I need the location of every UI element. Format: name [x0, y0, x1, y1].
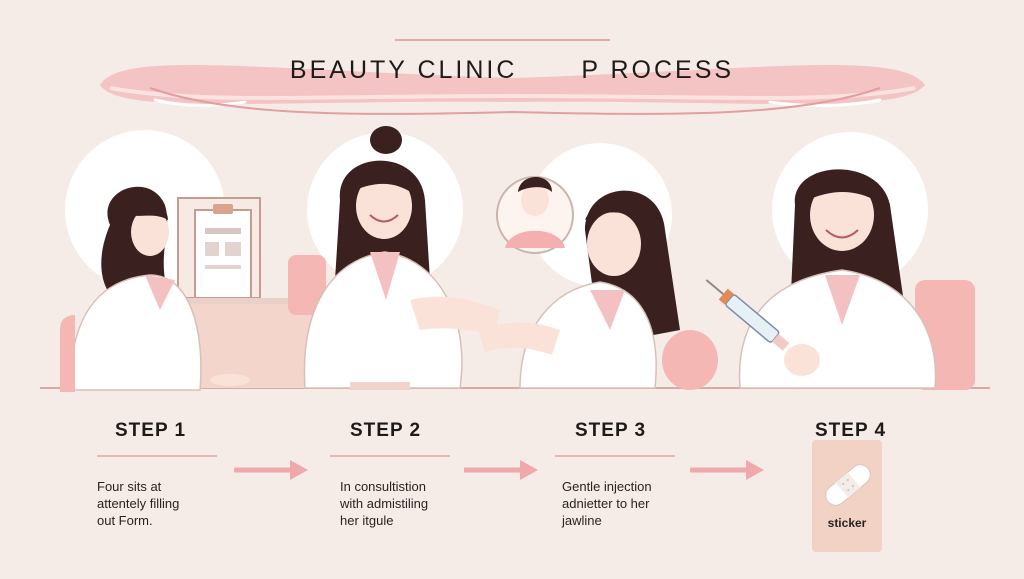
- step-1-line: Four sits at: [97, 479, 162, 494]
- step-1-description: Four sits at attentely filling out Form.: [97, 478, 227, 529]
- step-3-line: adnietter to her: [562, 496, 650, 511]
- step-3-divider: [555, 455, 675, 457]
- step-3-description: Gentle injection adnietter to her jawlin…: [562, 478, 692, 529]
- title-banner: [100, 39, 925, 115]
- bandage-icon: [825, 464, 871, 506]
- arrow-right-icon: [462, 458, 542, 482]
- step-1-line: out Form.: [97, 513, 153, 528]
- sticker-label: sticker: [827, 516, 867, 530]
- step-3-line: Gentle injection: [562, 479, 652, 494]
- step-1-line: attentely filling: [97, 496, 180, 511]
- title-left: BEAUTY CLINIC: [289, 56, 518, 84]
- title-right: P ROCESS: [581, 56, 735, 84]
- step-2-line: her itgule: [340, 513, 394, 528]
- step-4-label: STEP 4: [815, 420, 887, 441]
- clinic-illustration: [40, 126, 990, 392]
- step-2-line: In consultistion: [340, 479, 426, 494]
- step-2-line: with admistiling: [340, 496, 429, 511]
- step-2-label: STEP 2: [350, 420, 422, 441]
- scene-step-1: [60, 186, 320, 392]
- step-3-label: STEP 3: [575, 420, 647, 441]
- step-1-label: STEP 1: [115, 420, 187, 441]
- step-1-divider: [97, 455, 217, 457]
- syringe: [705, 279, 790, 351]
- scene-step-2: [288, 126, 500, 390]
- scene-step-3: [478, 176, 718, 390]
- step-2-divider: [330, 455, 450, 457]
- scene-step-4: [705, 169, 975, 390]
- page-title: BEAUTY CLINIC P ROCESS: [0, 56, 1024, 85]
- step-3-line: jawline: [562, 513, 602, 528]
- step-2-description: In consultistion with admistiling her it…: [340, 478, 470, 529]
- arrow-right-icon: [688, 458, 768, 482]
- arrow-right-icon: [232, 458, 312, 482]
